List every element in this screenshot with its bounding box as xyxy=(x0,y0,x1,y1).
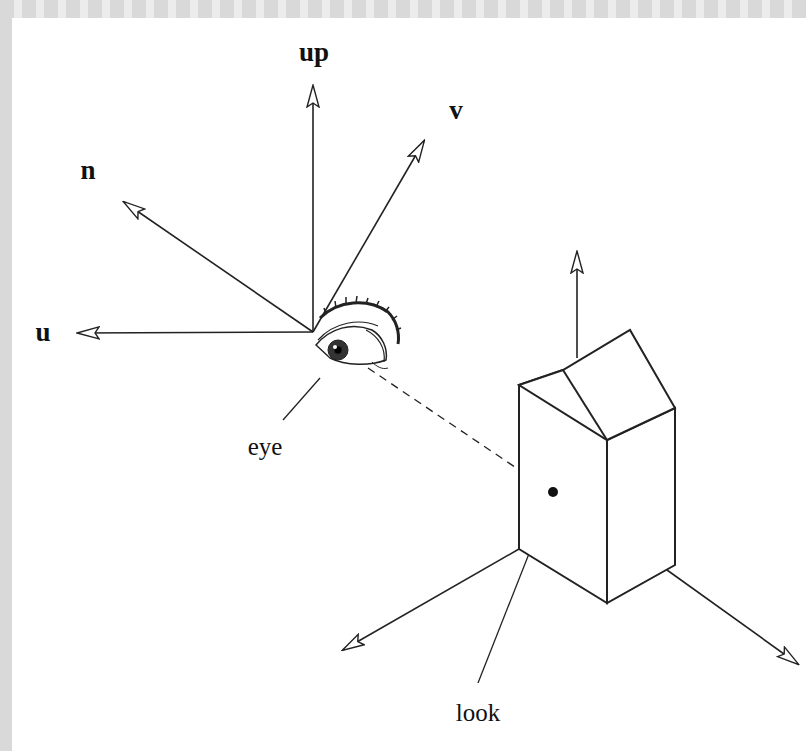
look-point xyxy=(548,487,558,497)
world-x-axis xyxy=(343,549,519,650)
eye-icon xyxy=(316,296,401,369)
axis-label: u xyxy=(35,319,50,346)
up-axis xyxy=(312,86,314,332)
axis-label: up xyxy=(299,39,329,66)
look-label: look xyxy=(456,700,500,725)
world-y-axis xyxy=(576,252,578,358)
axis-label: n xyxy=(80,157,95,184)
n-axis xyxy=(124,202,313,332)
axis-label: v xyxy=(449,97,463,124)
house xyxy=(519,330,675,603)
world-z-axis xyxy=(667,570,798,664)
page-panel xyxy=(12,18,806,751)
eye-label: eye xyxy=(248,434,283,459)
u-axis xyxy=(78,332,313,333)
leader-line xyxy=(283,378,320,420)
